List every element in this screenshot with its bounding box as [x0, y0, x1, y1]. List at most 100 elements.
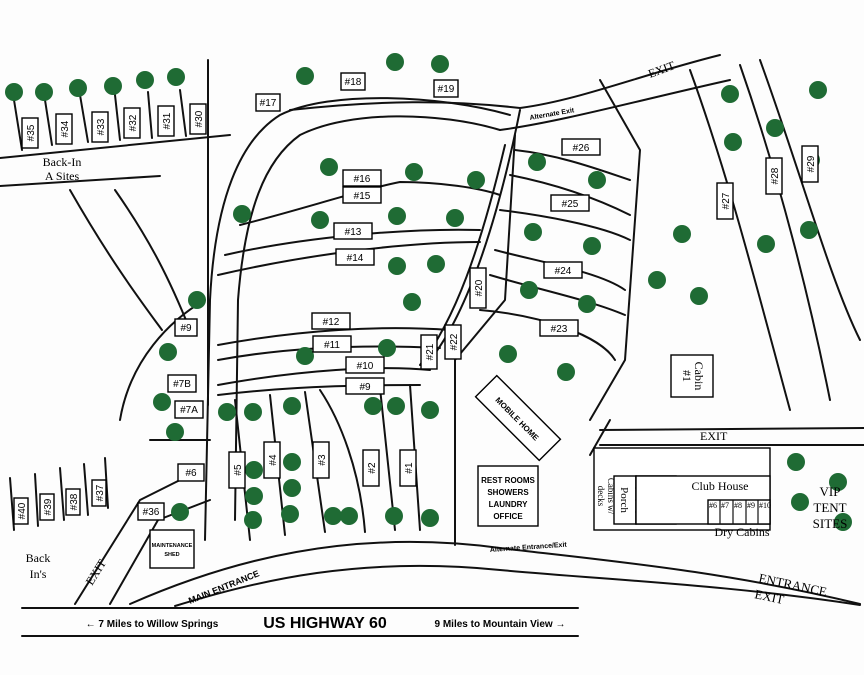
tree-icon — [153, 393, 171, 411]
site-30[interactable]: #30 — [189, 103, 207, 135]
site-27[interactable]: #27 — [716, 182, 734, 220]
site-20[interactable]: #20 — [469, 267, 487, 309]
svg-text:MAINTENANCE: MAINTENANCE — [152, 543, 193, 549]
east-lane-1 — [514, 149, 631, 181]
site-32[interactable]: #32 — [123, 107, 141, 139]
svg-text:decks: decks — [596, 486, 606, 507]
site-34[interactable]: #34 — [55, 113, 73, 145]
tree-icon — [421, 509, 439, 527]
tree-icon — [583, 237, 601, 255]
tree-icon — [385, 507, 403, 525]
site-25[interactable]: #25 — [550, 194, 590, 212]
svg-text:#39: #39 — [43, 498, 54, 515]
svg-text:#7B: #7B — [173, 379, 191, 390]
site-21[interactable]: #21 — [420, 334, 438, 370]
site-4[interactable]: #4 — [263, 441, 281, 479]
site-1[interactable]: #1 — [399, 449, 417, 487]
tree-icon — [340, 507, 358, 525]
site-7a[interactable]: #7A — [174, 400, 204, 419]
back-in-a-sites-label-2: A Sites — [45, 169, 80, 183]
site-26[interactable]: #26 — [561, 138, 601, 156]
east-lane-2 — [509, 174, 631, 216]
site-7b[interactable]: #7B — [167, 374, 197, 393]
svg-text:#38: #38 — [69, 493, 80, 510]
svg-text:#15: #15 — [354, 191, 371, 202]
vip-tent-label: VIP — [820, 484, 841, 499]
site-19[interactable]: #19 — [433, 79, 459, 98]
trees — [5, 53, 852, 531]
site-9[interactable]: #9 — [345, 377, 385, 395]
site-39[interactable]: #39 — [39, 493, 55, 521]
tree-icon — [311, 211, 329, 229]
mobile-home[interactable]: MOBILE HOME — [474, 374, 562, 462]
east-vertical-1 — [589, 79, 641, 421]
club-house[interactable]: Porch Cabins w/ decks #2 #3 #4 #5 Club H… — [593, 447, 771, 539]
tree-icon — [721, 85, 739, 103]
site-37[interactable]: #37 — [91, 479, 107, 507]
site-markers[interactable]: #35 #34 #33 #32 #31 #30 #17 #18 #19 #16 … — [13, 72, 819, 525]
svg-text:Club House: Club House — [692, 479, 749, 493]
site-29[interactable]: #29 — [801, 145, 819, 183]
main-road-lower-2 — [174, 564, 861, 607]
svg-text:#13: #13 — [345, 227, 362, 238]
svg-text:Cabin: Cabin — [692, 362, 706, 391]
site-22[interactable]: #22 — [444, 324, 462, 360]
lane-5 — [379, 387, 396, 531]
site-35[interactable]: #35 — [21, 117, 39, 149]
site-11[interactable]: #11 — [312, 335, 352, 353]
maintenance-shed[interactable]: MAINTENANCE SHED — [149, 529, 195, 569]
svg-text:#18: #18 — [345, 77, 362, 88]
svg-text:#25: #25 — [562, 199, 579, 210]
cabin-1[interactable]: Cabin #1 — [670, 354, 714, 398]
site-15[interactable]: #15 — [342, 186, 382, 204]
site-2[interactable]: #2 — [362, 449, 380, 487]
site-33[interactable]: #33 — [91, 111, 109, 143]
site-18[interactable]: #18 — [340, 72, 366, 91]
tree-icon — [233, 205, 251, 223]
site-5[interactable]: #5 — [228, 451, 246, 489]
tree-icon — [427, 255, 445, 273]
svg-text:#32: #32 — [128, 114, 139, 131]
site-13[interactable]: #13 — [333, 222, 373, 240]
site-17[interactable]: #17 — [255, 93, 281, 112]
svg-text:#22: #22 — [449, 333, 460, 350]
svg-text:Dry Cabins: Dry Cabins — [715, 525, 770, 539]
svg-text:#21: #21 — [425, 343, 436, 360]
tree-icon — [245, 461, 263, 479]
site-12[interactable]: #12 — [311, 312, 351, 330]
back-ins-label: Back — [26, 551, 51, 565]
roads — [0, 54, 864, 637]
site-24[interactable]: #24 — [543, 261, 583, 279]
back-ins-label-2: In's — [30, 567, 47, 581]
tree-icon — [388, 257, 406, 275]
site-14[interactable]: #14 — [335, 248, 375, 266]
tree-icon — [136, 71, 154, 89]
site-38[interactable]: #38 — [65, 488, 81, 516]
site-16[interactable]: #16 — [342, 169, 382, 187]
tree-icon — [724, 133, 742, 151]
site-3[interactable]: #3 — [312, 441, 330, 479]
site-10[interactable]: #10 — [345, 356, 385, 374]
svg-text:#6: #6 — [709, 501, 717, 510]
svg-text:#34: #34 — [60, 120, 71, 137]
restrooms-office[interactable]: REST ROOMS SHOWERS LAUNDRY OFFICE — [477, 465, 539, 527]
tree-icon — [405, 163, 423, 181]
svg-text:#3: #3 — [317, 454, 328, 466]
site-9-left[interactable]: #9 — [174, 318, 198, 337]
site-40[interactable]: #40 — [13, 497, 29, 525]
svg-text:#8: #8 — [734, 501, 742, 510]
tree-icon — [244, 403, 262, 421]
tree-icon — [281, 505, 299, 523]
tree-icon — [524, 223, 542, 241]
svg-text:#1: #1 — [680, 370, 694, 382]
site-6[interactable]: #6 — [177, 463, 205, 482]
exit-label: EXIT — [753, 586, 785, 607]
site-36[interactable]: #36 — [137, 502, 165, 521]
site-28[interactable]: #28 — [765, 157, 783, 195]
site-23[interactable]: #23 — [539, 319, 579, 337]
tree-icon — [171, 503, 189, 521]
tree-icon — [218, 403, 236, 421]
site-31[interactable]: #31 — [157, 105, 175, 137]
tree-icon — [520, 281, 538, 299]
svg-text:#6: #6 — [185, 468, 197, 479]
